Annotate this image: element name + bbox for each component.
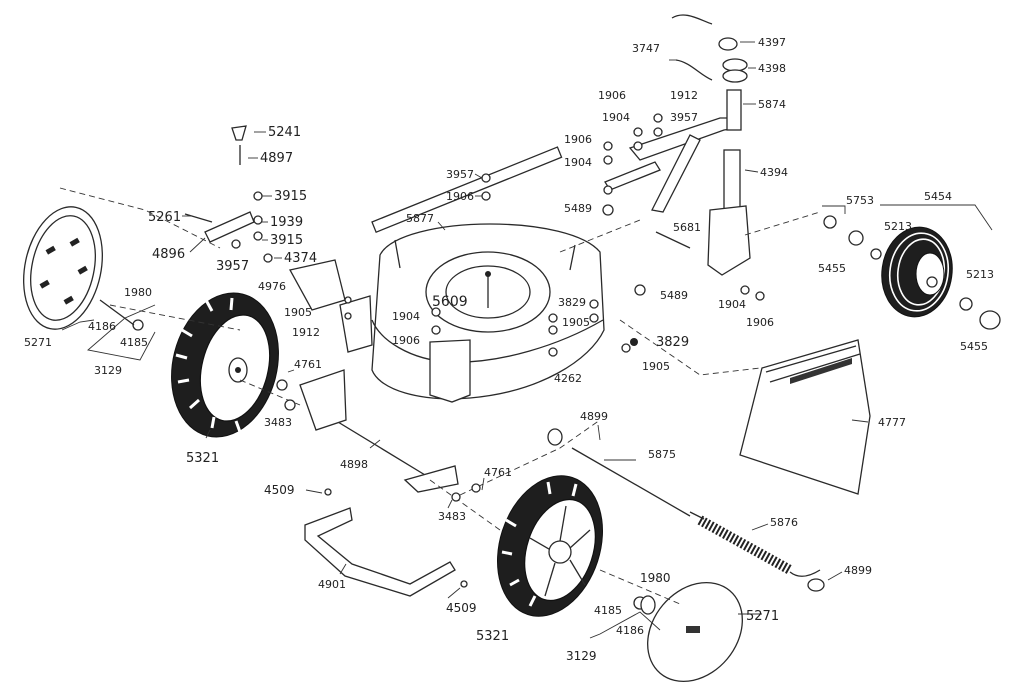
label-5489a: 5489 — [564, 202, 592, 215]
label-4761a: 4761 — [294, 358, 322, 371]
label-4901: 4901 — [318, 578, 346, 591]
label-3957c: 3957 — [446, 168, 474, 181]
label-4374: 4374 — [284, 251, 317, 266]
label-5874: 5874 — [758, 98, 786, 111]
label-5455b: 5455 — [960, 340, 988, 353]
label-4509b: 4509 — [446, 601, 477, 615]
label-5321a: 5321 — [186, 451, 219, 466]
label-1939: 1939 — [270, 215, 303, 230]
label-1904b: 1904 — [564, 156, 592, 169]
label-4976: 4976 — [258, 280, 286, 293]
label-4398: 4398 — [758, 62, 786, 75]
label-1906c: 1906 — [746, 316, 774, 329]
label-1905b: 1905 — [562, 316, 590, 329]
label-5753: 5753 — [846, 194, 874, 207]
leader-lines — [61, 41, 993, 639]
label-4898: 4898 — [340, 458, 368, 471]
wheel-cap-bottom — [647, 581, 743, 683]
label-5877: 5877 — [406, 212, 434, 225]
spring — [689, 511, 821, 577]
label-1912a: 1912 — [670, 89, 698, 102]
label-3957b: 3957 — [216, 259, 249, 274]
assembly-lines — [59, 187, 821, 605]
label-3829b: 3829 — [656, 335, 689, 350]
label-5213a: 5213 — [884, 220, 912, 233]
label-5489b: 5489 — [660, 289, 688, 302]
label-1980a: 1980 — [124, 286, 152, 299]
label-1906a: 1906 — [598, 89, 626, 102]
label-1905c: 1905 — [642, 360, 670, 373]
wheel-cap-left — [23, 206, 103, 330]
label-5681: 5681 — [673, 221, 701, 234]
label-1906e: 1906 — [392, 334, 420, 347]
grass-catcher — [739, 339, 871, 495]
label-3483b: 3483 — [438, 510, 466, 523]
label-1905a: 1905 — [284, 306, 312, 319]
label-4186a: 4186 — [88, 320, 116, 333]
label-4394: 4394 — [760, 166, 788, 179]
label-5321b: 5321 — [476, 629, 509, 644]
label-1912b: 1912 — [292, 326, 320, 339]
label-5241: 5241 — [268, 125, 301, 140]
label-3129a: 3129 — [94, 364, 122, 377]
label-1904c: 1904 — [718, 298, 746, 311]
wheel-bottom — [496, 475, 604, 617]
part-labels: 4397 3747 4398 5874 1906 1912 1904 3957 … — [24, 36, 994, 663]
label-5454: 5454 — [924, 190, 952, 203]
label-3915b: 3915 — [270, 233, 303, 248]
label-5261: 5261 — [148, 210, 181, 225]
label-4185b: 4185 — [594, 604, 622, 617]
label-3829a: 3829 — [558, 296, 586, 309]
label-5271a: 5271 — [24, 336, 52, 349]
wheel-front-right — [881, 226, 953, 318]
label-5271b: 5271 — [746, 609, 779, 624]
label-3957a: 3957 — [670, 111, 698, 124]
label-5876: 5876 — [770, 516, 798, 529]
hardware — [99, 113, 1001, 615]
label-4509a: 4509 — [264, 483, 295, 497]
label-4186b: 4186 — [616, 624, 644, 637]
label-4897: 4897 — [260, 151, 293, 166]
label-4896: 4896 — [152, 247, 185, 262]
label-4899a: 4899 — [580, 410, 608, 423]
label-1906d: 1906 — [446, 190, 474, 203]
axles — [299, 369, 691, 597]
label-4185a: 4185 — [120, 336, 148, 349]
label-3747: 3747 — [632, 42, 660, 55]
label-5213b: 5213 — [966, 268, 994, 281]
label-3483a: 3483 — [264, 416, 292, 429]
label-4761b: 4761 — [484, 466, 512, 479]
mower-deck — [339, 146, 605, 403]
label-5455a: 5455 — [818, 262, 846, 275]
label-1980b: 1980 — [640, 571, 671, 585]
label-5875: 5875 — [648, 448, 676, 461]
label-1904d: 1904 — [392, 310, 420, 323]
handle-assembly — [604, 14, 751, 276]
label-4899b: 4899 — [844, 564, 872, 577]
label-3915a: 3915 — [274, 189, 307, 204]
label-1906b: 1906 — [564, 133, 592, 146]
label-5609: 5609 — [432, 294, 468, 310]
wheel-left — [171, 292, 279, 438]
label-4262: 4262 — [554, 372, 582, 385]
label-4397: 4397 — [758, 36, 786, 49]
label-4777: 4777 — [878, 416, 906, 429]
label-3129b: 3129 — [566, 649, 597, 663]
label-1904a: 1904 — [602, 111, 630, 124]
